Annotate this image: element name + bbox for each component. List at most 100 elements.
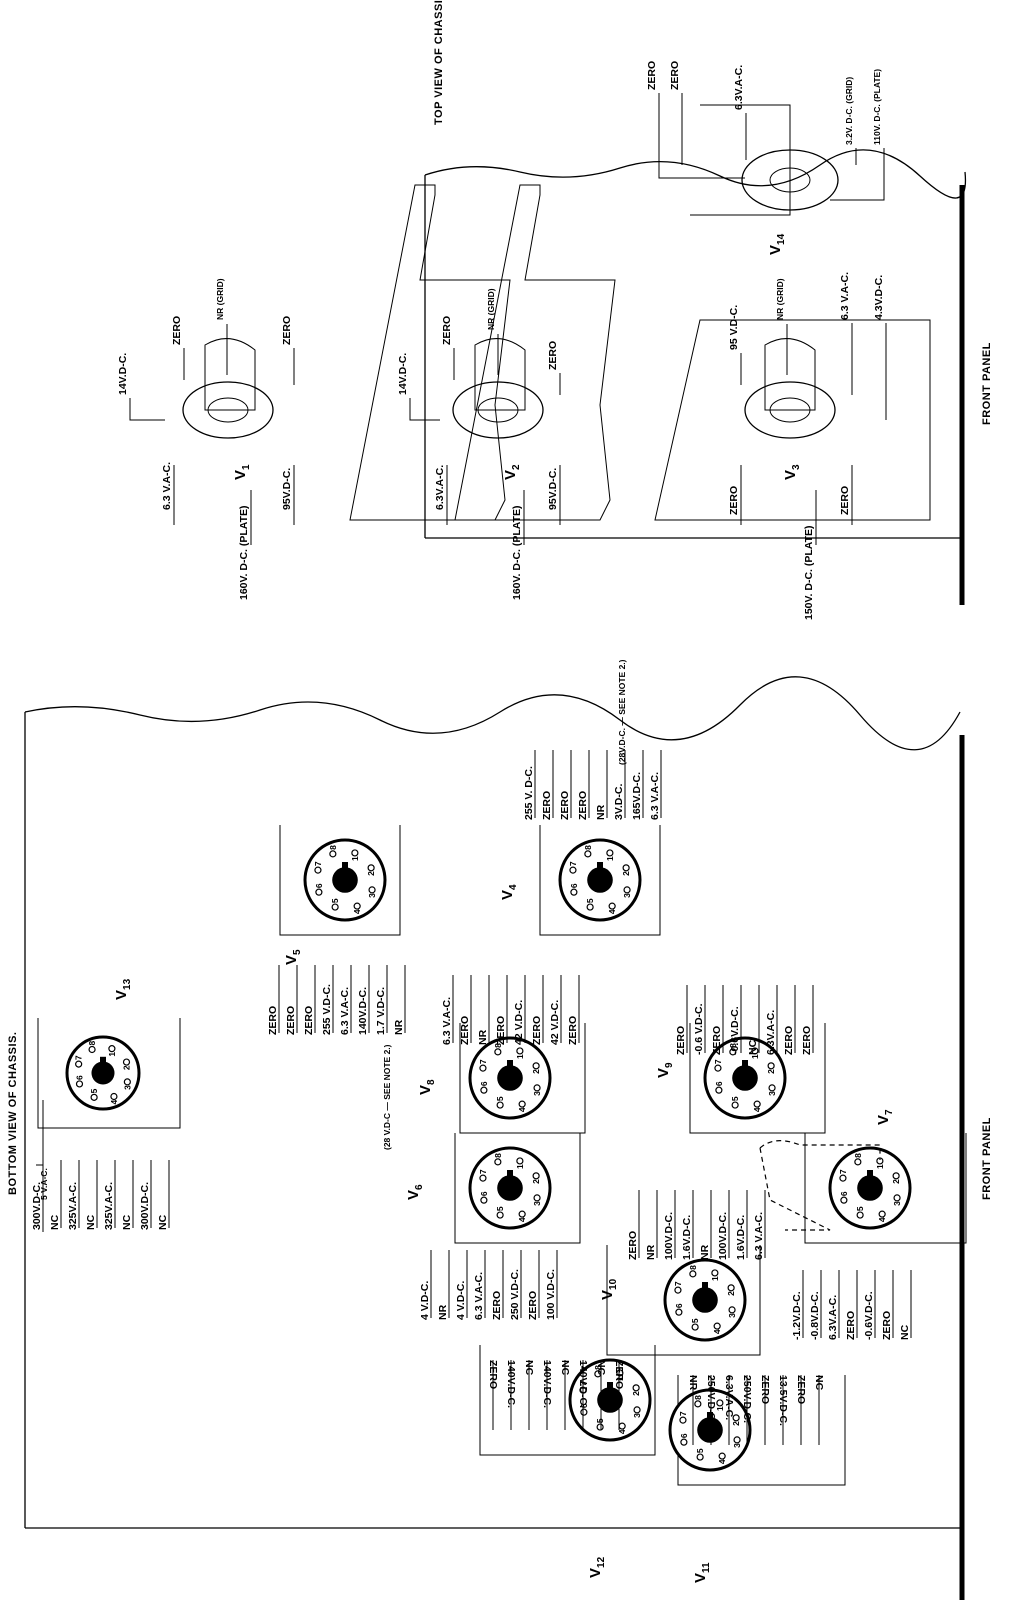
v6-pin <box>532 1172 540 1180</box>
v8-lead-label: 42 V.D-C. <box>549 1000 561 1045</box>
v14-socket <box>741 149 839 211</box>
v14-tube: V14 <box>741 149 839 255</box>
v7-label: V7 <box>875 1109 895 1125</box>
v6-pin-number: 6 <box>479 1191 489 1196</box>
v2-socket <box>452 381 544 439</box>
v7-pin <box>854 1158 862 1166</box>
v1-socket <box>182 381 274 439</box>
v2-tube: V2 <box>452 338 544 480</box>
v4-key-notch <box>597 862 603 870</box>
v10-pin <box>728 1306 736 1314</box>
v11-pin <box>680 1438 688 1446</box>
v9-label: V9 <box>655 1062 675 1078</box>
v10-lead-label: NR <box>645 1244 657 1260</box>
v10-pin-number: 4 <box>712 1329 722 1334</box>
v13-pin <box>90 1093 98 1101</box>
v8-key-notch <box>507 1060 513 1068</box>
v11-pin-number: 3 <box>732 1443 742 1448</box>
v13-lead-frame <box>37 1018 181 1129</box>
v8-lead-label: 6.3 V.A-C. <box>441 997 453 1045</box>
v5-lead-label: 6.3 V.A-C. <box>339 987 351 1035</box>
v10-lead-label: 6.3 V.A-C. <box>753 1212 765 1260</box>
v7-lead-label: NC <box>899 1324 911 1340</box>
v3-label: V3 <box>782 464 802 480</box>
v11-pin <box>696 1453 704 1461</box>
v7-pin-number: 5 <box>855 1206 865 1211</box>
v11-pin <box>718 1452 726 1460</box>
v13-lead-label: 325V.A-C. <box>103 1182 115 1230</box>
v8-lead-label: NR <box>477 1029 489 1045</box>
bottom-view: BOTTOM VIEW OF CHASSIS. FRONT PANEL (28V… <box>7 659 993 1600</box>
v3-shield <box>654 319 931 521</box>
v9-pin-number: 2 <box>766 1069 776 1074</box>
v3-lead-label: 150V. D-C. (PLATE) <box>803 525 815 620</box>
v8-pin-number: 1 <box>515 1054 525 1059</box>
v13-lead-label: NC <box>121 1214 133 1230</box>
v12-socket-key <box>597 1387 623 1413</box>
v4-pin <box>569 866 577 874</box>
v6-pin-number: 2 <box>531 1179 541 1184</box>
v4-pin <box>623 886 631 894</box>
v9-lead-label: NC <box>747 1039 759 1055</box>
v6-pin-number: 3 <box>532 1201 542 1206</box>
v4-pin-number: 6 <box>569 883 579 888</box>
v8-pin-number: 5 <box>495 1096 505 1101</box>
v11-pin-number: 1 <box>715 1406 725 1411</box>
v8-pin <box>494 1048 502 1056</box>
v1-tube-envelope <box>204 338 256 411</box>
top-view-caption: TOP VIEW OF CHASSIS. <box>433 0 445 125</box>
v12-pin-number: 1 <box>615 1376 625 1381</box>
v1-leads: 14V.D-C. ZERO NR (GRID) ZERO 6.3 V.A-C. … <box>117 278 295 600</box>
v10-pin-number: 6 <box>674 1303 684 1308</box>
v13-key-notch <box>100 1056 106 1064</box>
v13-pin <box>123 1078 131 1086</box>
v9-pin-number: 5 <box>730 1096 740 1101</box>
v1-lead-label: NR (GRID) <box>215 278 225 320</box>
v1-tube: V1 <box>182 338 274 480</box>
v6-pin <box>479 1174 487 1182</box>
v6-lead-label: 4 V.D-C. <box>455 1281 467 1320</box>
v5-lead-label: ZERO <box>285 1006 297 1035</box>
v5-pin-number: 8 <box>328 845 338 850</box>
v10-pin-number: 2 <box>726 1291 736 1296</box>
v6-lead-frame <box>454 1133 581 1244</box>
v4-lead-frame <box>539 825 661 936</box>
v12-pin-number: 2 <box>631 1391 641 1396</box>
v8-pin <box>532 1062 540 1070</box>
v9-pin <box>767 1062 775 1070</box>
v2-lead-lines <box>409 334 561 545</box>
v2-lead-label: 160V. D-C. (PLATE) <box>511 505 523 600</box>
v6-pin <box>518 1210 526 1218</box>
v8-pin-number: 2 <box>531 1069 541 1074</box>
v10-v7-dashed-link <box>759 1140 881 1231</box>
v5-lead-label: 1.7 V.D-C. <box>375 987 387 1035</box>
v2-leads: 14V.D-C. ZERO NR (GRID) ZERO 6.3V.A-C. 1… <box>397 288 561 600</box>
v14-lead-label: ZERO <box>646 61 658 90</box>
v10-lead-frame <box>606 1245 761 1356</box>
v5-pin-number: 4 <box>352 909 362 914</box>
v5-lead-frame <box>279 825 401 936</box>
v7-socket-key <box>857 1175 883 1201</box>
bottom-front-panel-label: FRONT PANEL <box>981 1117 993 1200</box>
v12-label: V12 <box>587 1556 607 1578</box>
v9-key-notch <box>742 1060 748 1068</box>
v11-pin <box>716 1399 724 1407</box>
v14-bracket <box>690 104 791 216</box>
v7-pin-number: 8 <box>853 1153 863 1158</box>
v2-lead-label: NR (GRID) <box>486 288 496 330</box>
v3-lead-label: 95 V.D-C. <box>728 305 740 350</box>
top-front-panel-label: FRONT PANEL <box>981 342 993 425</box>
v1-lead-label: 95V.D-C. <box>281 468 293 510</box>
v3-lead-label: 4.3V.D-C. <box>873 275 885 320</box>
v6-socket-key <box>497 1175 523 1201</box>
v14-socket-center <box>769 167 811 193</box>
v10-pin-number: 8 <box>688 1265 698 1270</box>
v9-pin <box>731 1101 739 1109</box>
v8-lead-label: ZERO <box>459 1016 471 1045</box>
v3-tube-envelope <box>764 338 816 411</box>
v7-lead-label: ZERO <box>845 1311 857 1340</box>
v9-lead-label: ZERO <box>801 1026 813 1055</box>
v12-pin-number: 4 <box>617 1429 627 1434</box>
v4-pin-number: 5 <box>585 898 595 903</box>
